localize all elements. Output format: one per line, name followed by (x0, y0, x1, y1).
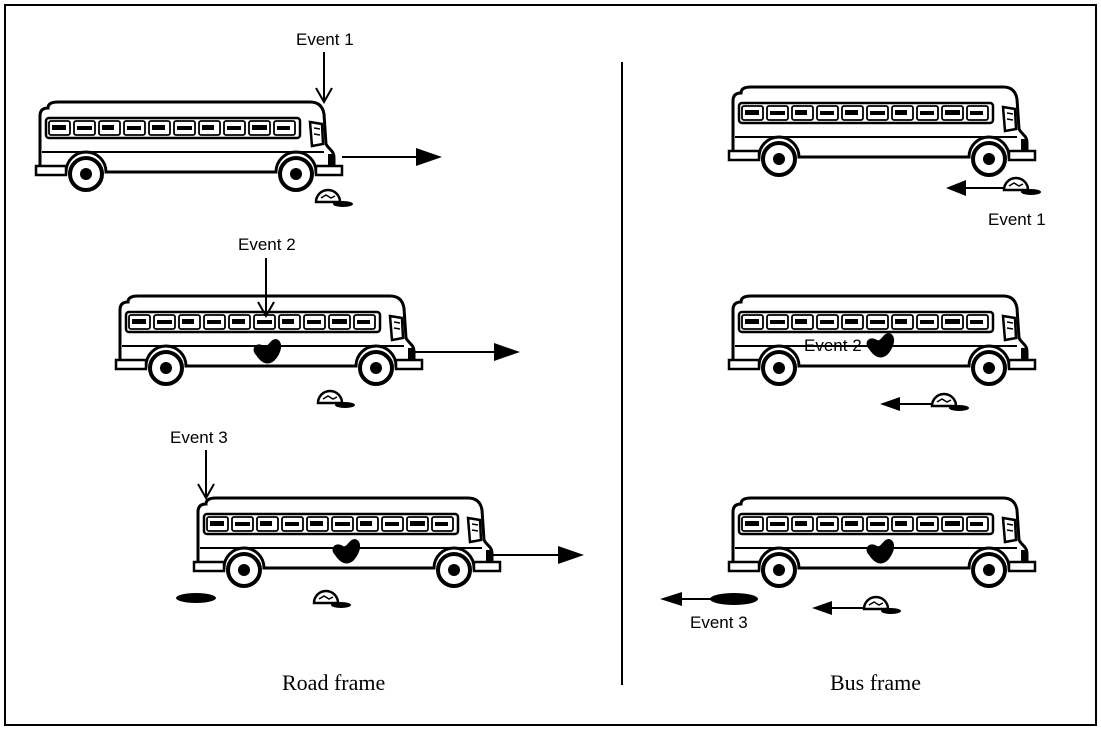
bus-event-3-mark (660, 592, 758, 606)
road-motion-arrow-3 (490, 546, 584, 564)
road-speed-bump-2 (316, 389, 357, 410)
road-event-3-mark (176, 593, 216, 603)
road-bus-3 (192, 496, 502, 588)
road-event-1-label: Event 1 (296, 30, 354, 49)
bus-frame-bus-3 (727, 496, 1037, 588)
road-motion-arrow-2 (412, 343, 520, 361)
bus-frame-bump-1 (946, 176, 1043, 197)
road-event-3-label: Event 3 (170, 428, 228, 447)
road-event-3-pointer (197, 450, 215, 501)
bus-frame-caption: Bus frame (830, 670, 921, 695)
figure-border (4, 4, 1097, 726)
road-speed-bump-3 (312, 589, 353, 610)
road-bus-1 (34, 100, 344, 192)
road-motion-arrow-1 (342, 148, 442, 166)
bus-frame-bus-1 (727, 85, 1037, 177)
road-speed-bump-1 (314, 188, 355, 209)
bus-event-1-label: Event 1 (988, 210, 1046, 229)
bus-event-3-label: Event 3 (690, 613, 748, 632)
road-event-2-pointer (257, 258, 275, 319)
bus-event-2-label: Event 2 (804, 336, 862, 355)
bus-frame-bump-2 (880, 392, 971, 413)
road-event-2-label: Event 2 (238, 235, 296, 254)
road-frame-caption: Road frame (282, 670, 385, 695)
bus-frame-bus-2 (727, 294, 1037, 386)
road-event-1-pointer (315, 52, 333, 105)
bus-frame-bump-3 (812, 595, 903, 616)
